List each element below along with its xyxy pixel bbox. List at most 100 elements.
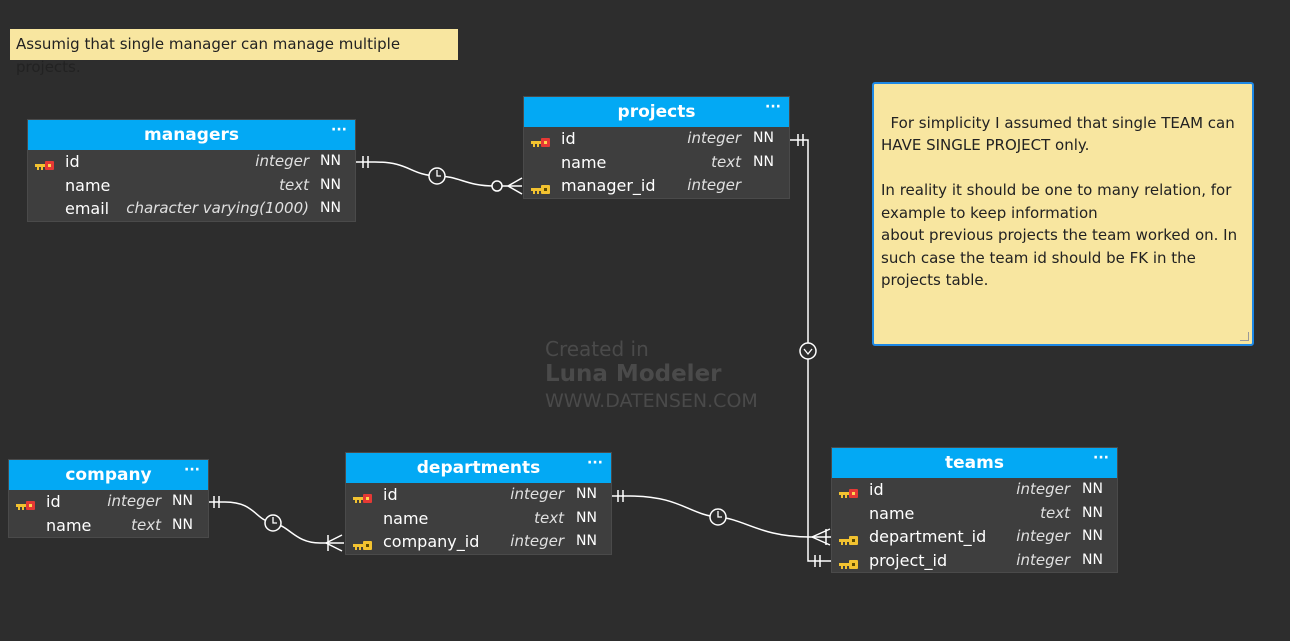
foreign-key-icon	[839, 530, 859, 554]
table-title: company	[65, 465, 152, 485]
resize-handle-icon[interactable]	[1240, 332, 1249, 341]
table-menu-icon[interactable]: ···	[331, 122, 347, 138]
column-name: id	[869, 480, 884, 499]
column-type: integer	[687, 176, 741, 194]
column-row[interactable]: id integer NN	[346, 483, 611, 507]
table-menu-icon[interactable]: ···	[765, 99, 781, 115]
column-name: email	[65, 199, 110, 218]
column-nn: NN	[320, 176, 341, 193]
column-row[interactable]: project_id integer NN	[832, 549, 1117, 573]
column-row[interactable]: email character varying(1000) NN	[28, 197, 355, 221]
column-row[interactable]: manager_id integer	[524, 174, 789, 198]
table-title: departments	[416, 458, 541, 478]
table-title: managers	[144, 125, 239, 145]
primary-key-icon	[16, 495, 36, 519]
column-name: id	[383, 485, 398, 504]
column-nn: NN	[753, 130, 774, 146]
primary-key-icon	[531, 132, 551, 156]
column-name: id	[561, 129, 576, 148]
column-nn: NN	[172, 516, 193, 533]
column-name: id	[65, 152, 80, 171]
column-row[interactable]: department_id integer NN	[832, 525, 1117, 549]
column-row[interactable]: name text NN	[832, 502, 1117, 526]
optional-marker-icon	[799, 342, 817, 360]
table-teams[interactable]: teams ··· id integer NN name text NN dep…	[832, 448, 1117, 572]
primary-key-icon	[35, 155, 55, 179]
column-type: text	[534, 508, 564, 527]
table-departments-header[interactable]: departments ···	[346, 453, 611, 483]
note-simplicity[interactable]: For simplicity I assumed that single TEA…	[872, 82, 1254, 346]
table-menu-icon[interactable]: ···	[1093, 450, 1109, 466]
crowfoot-marker-icon	[811, 536, 831, 546]
column-name: company_id	[383, 532, 480, 551]
table-managers[interactable]: managers ··· id integer NN name text NN …	[28, 120, 355, 221]
column-nn: NN	[753, 153, 774, 170]
watermark: Created in Luna Modeler WWW.DATENSEN.COM	[545, 337, 758, 415]
table-title: teams	[945, 453, 1004, 473]
table-menu-icon[interactable]: ···	[184, 462, 200, 478]
column-type: integer	[107, 492, 161, 510]
note-single-manager[interactable]: Assumig that single manager can manage m…	[10, 29, 458, 76]
crowfoot-marker-icon	[507, 177, 523, 187]
watermark-line2: Luna Modeler	[545, 361, 722, 387]
zero-marker-icon	[491, 180, 503, 192]
table-company[interactable]: company ··· id integer NN name text NN	[9, 460, 208, 537]
column-type: text	[279, 175, 309, 194]
table-company-header[interactable]: company ···	[9, 460, 208, 490]
column-row[interactable]: id integer NN	[524, 127, 789, 151]
table-managers-header[interactable]: managers ···	[28, 120, 355, 150]
column-type: text	[1040, 503, 1070, 522]
table-departments[interactable]: departments ··· id integer NN name text …	[346, 453, 611, 554]
column-nn: NN	[1082, 504, 1103, 521]
column-name: name	[46, 515, 92, 535]
column-name: name	[869, 503, 915, 523]
crowfoot-marker-icon	[507, 185, 523, 195]
column-type: integer	[255, 152, 309, 170]
column-nn: NN	[320, 153, 341, 169]
foreign-key-icon	[531, 179, 551, 203]
table-projects[interactable]: projects ··· id integer NN name text NN …	[524, 97, 789, 198]
column-name: manager_id	[561, 176, 656, 195]
column-nn: NN	[1082, 551, 1103, 568]
column-nn: NN	[320, 200, 341, 216]
foreign-key-icon	[353, 535, 373, 559]
table-menu-icon[interactable]: ···	[587, 455, 603, 471]
column-type: integer	[510, 532, 564, 550]
column-type: integer	[510, 485, 564, 503]
column-row[interactable]: name text NN	[346, 507, 611, 531]
column-nn: NN	[576, 509, 597, 526]
column-type: text	[711, 152, 741, 171]
column-row[interactable]: id integer NN	[28, 150, 355, 174]
table-teams-header[interactable]: teams ···	[832, 448, 1117, 478]
column-row[interactable]: id integer NN	[832, 478, 1117, 502]
primary-key-icon	[353, 488, 373, 512]
column-nn: NN	[172, 493, 193, 509]
column-name: name	[561, 152, 607, 172]
table-title: projects	[617, 102, 696, 122]
column-type: character varying(1000)	[126, 199, 309, 217]
column-name: department_id	[869, 527, 987, 546]
column-nn: NN	[576, 533, 597, 549]
column-row[interactable]: name text NN	[28, 174, 355, 198]
column-row[interactable]: id integer NN	[9, 490, 208, 514]
column-nn: NN	[1082, 481, 1103, 497]
column-name: name	[383, 508, 429, 528]
column-row[interactable]: name text NN	[9, 514, 208, 538]
column-type: integer	[687, 129, 741, 147]
note-simplicity-text: For simplicity I assumed that single TEA…	[881, 113, 1238, 290]
column-type: text	[131, 515, 161, 534]
column-type: integer	[1016, 550, 1070, 569]
column-name: project_id	[869, 550, 948, 570]
crowfoot-marker-icon	[811, 528, 831, 538]
column-row[interactable]: name text NN	[524, 151, 789, 175]
primary-key-icon	[839, 483, 859, 507]
table-projects-header[interactable]: projects ···	[524, 97, 789, 127]
column-type: integer	[1016, 480, 1070, 498]
foreign-key-icon	[839, 554, 859, 578]
watermark-line3: WWW.DATENSEN.COM	[545, 390, 758, 412]
column-nn: NN	[576, 486, 597, 502]
column-name: name	[65, 175, 111, 195]
watermark-line1: Created in	[545, 337, 649, 361]
column-row[interactable]: company_id integer NN	[346, 530, 611, 554]
